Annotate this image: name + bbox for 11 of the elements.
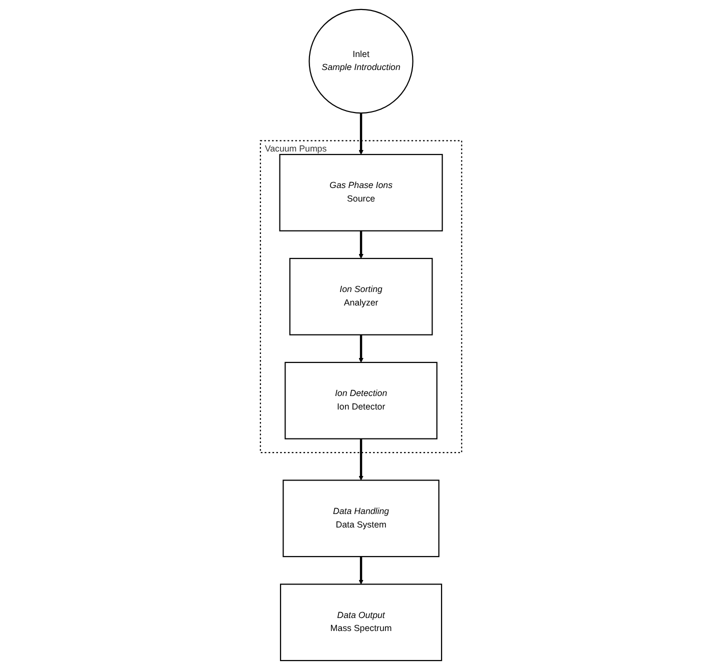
arrow: [359, 556, 364, 584]
node-box: Ion Sorting Analyzer: [290, 257, 434, 335]
node-box: Data Handling Data System: [283, 479, 440, 557]
node-box: Data Output Mass Spectrum: [280, 583, 443, 661]
arrow: [359, 438, 364, 480]
node-box: Gas Phase Ions Source: [280, 153, 444, 231]
node-circle: Inlet Sample Introduction: [309, 8, 414, 114]
node-box: Ion Detection Ion Detector: [285, 361, 438, 439]
arrow: [359, 230, 364, 258]
arrow: [359, 112, 364, 154]
arrow: [359, 334, 364, 362]
